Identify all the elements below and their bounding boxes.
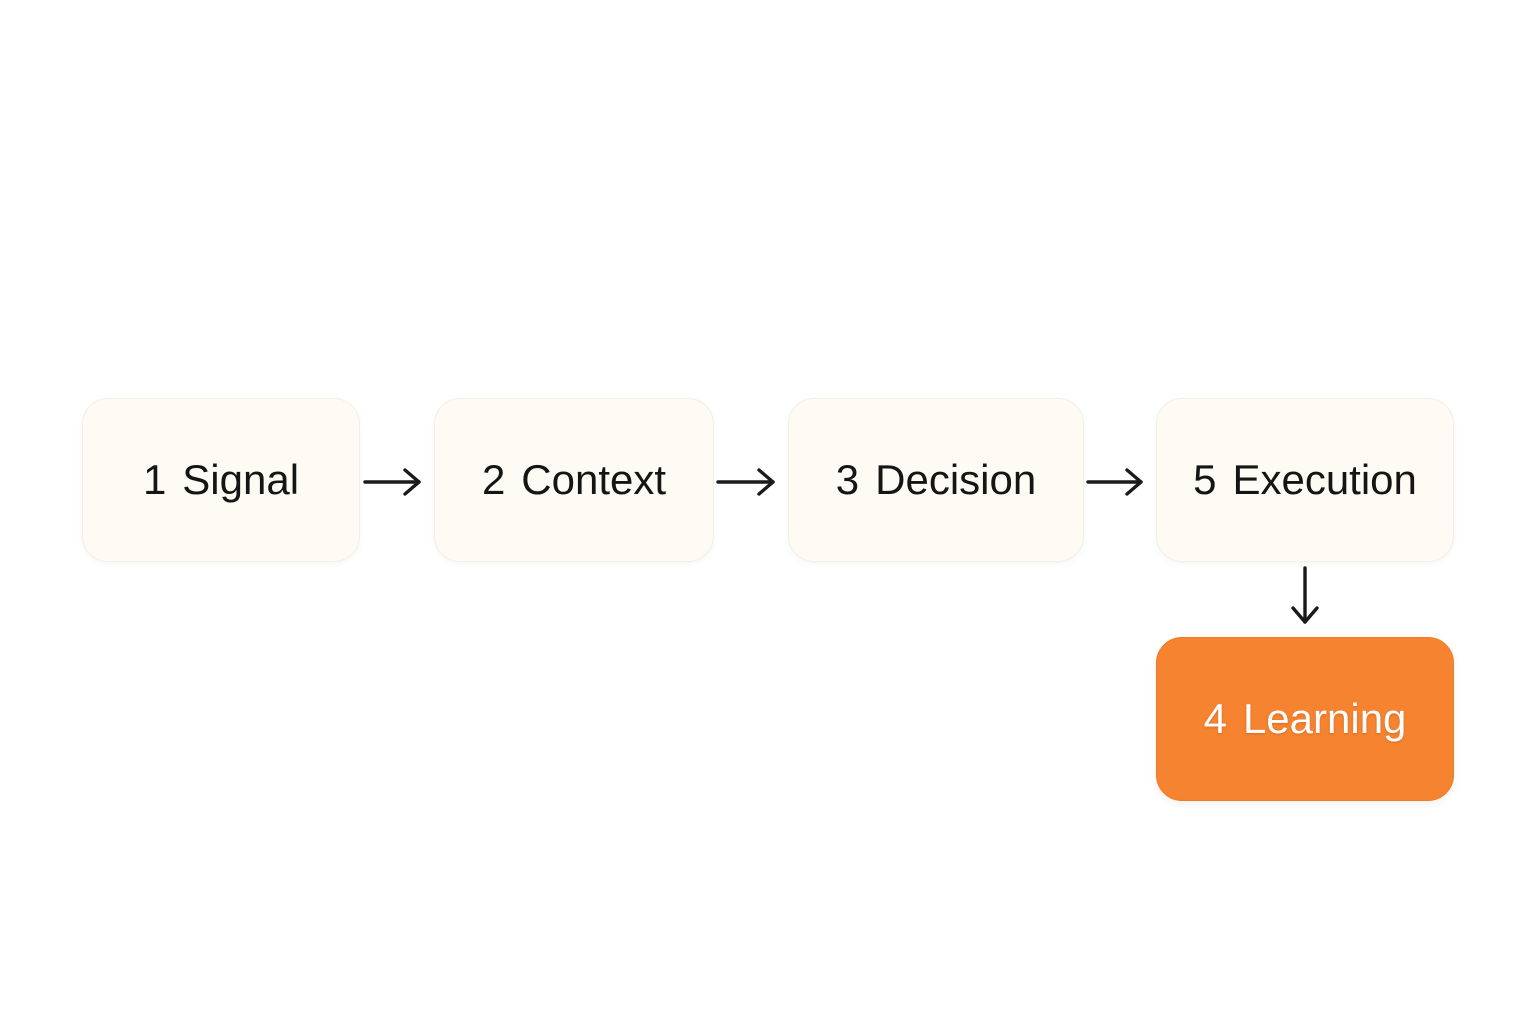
node-number: 1: [142, 456, 167, 503]
node-label: Context: [521, 456, 667, 503]
node-number: 2: [481, 456, 506, 503]
node-label: Learning: [1242, 695, 1407, 742]
node-decision: 3 Decision: [788, 398, 1084, 562]
arrow-signal-to-context: [363, 468, 421, 496]
node-label: Decision: [875, 456, 1037, 503]
node-label: Signal: [182, 456, 300, 503]
node-context: 2 Context: [434, 398, 714, 562]
node-execution: 5 Execution: [1156, 398, 1454, 562]
node-number: 5: [1193, 456, 1217, 503]
arrow-execution-to-learning: [1291, 566, 1319, 624]
node-signal: 1 Signal: [82, 398, 360, 562]
arrow-context-to-decision: [716, 468, 775, 496]
node-learning: 4 Learning: [1156, 637, 1454, 801]
node-number: 4: [1203, 695, 1227, 742]
node-label: Execution: [1232, 456, 1417, 503]
node-number: 3: [835, 456, 860, 503]
arrow-decision-to-execution: [1086, 468, 1143, 496]
